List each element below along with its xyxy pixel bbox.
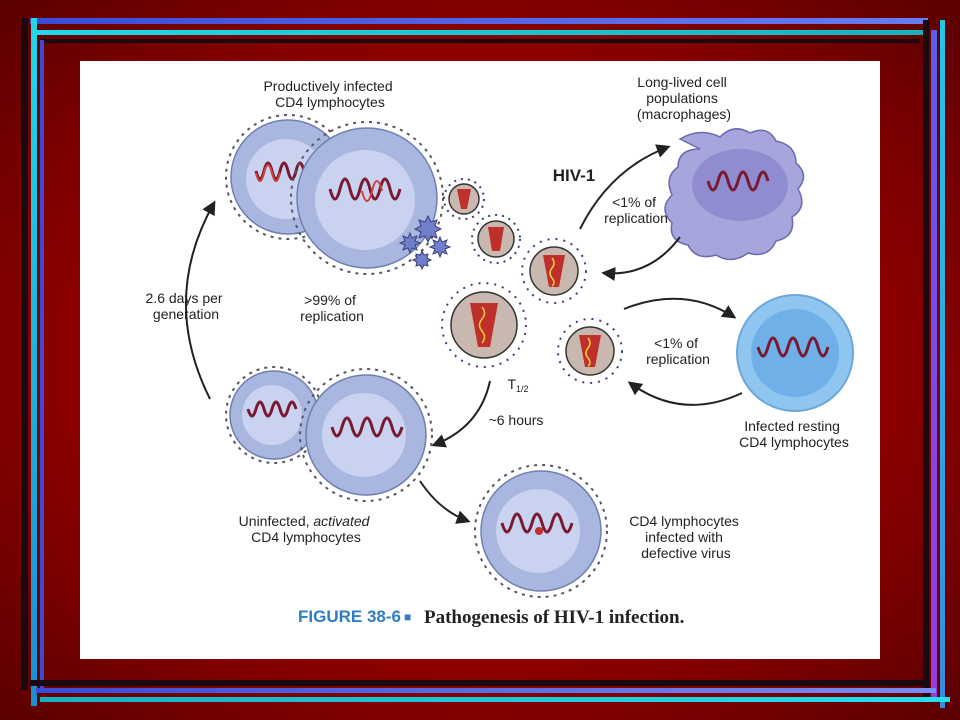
caption-title: Pathogenesis of HIV-1 infection.	[424, 607, 684, 628]
arrow-from-macrophage	[601, 236, 681, 281]
virion-5	[557, 318, 623, 384]
macrophage-cell	[664, 128, 805, 261]
frame-bar-bottom-cyan	[40, 697, 950, 702]
label-generation: 2.6 days per generation	[146, 290, 227, 322]
uninfected-cell-small	[225, 366, 323, 464]
label-uninfected: Uninfected, activated CD4 lymphocytes	[239, 513, 374, 545]
arrow-from-resting	[627, 381, 743, 406]
frame-bar-left-dark	[21, 18, 28, 690]
caption-bullet: ■	[404, 610, 411, 624]
virion-2	[471, 214, 521, 264]
caption-number: FIGURE 38-6	[298, 607, 401, 626]
frame-bar-left-blue	[40, 40, 44, 690]
uninfected-cell-large	[299, 368, 433, 502]
arrow-to-resting	[623, 297, 737, 319]
hiv-pathogenesis-diagram: Productively infected CD4 lymphocytes Lo…	[146, 74, 854, 628]
virion-3	[521, 238, 587, 304]
virion-1	[443, 178, 485, 220]
arrow-to-uninfected	[431, 380, 491, 448]
frame-bar-right-dark	[923, 20, 929, 700]
label-hours: ~6 hours	[489, 412, 544, 428]
figure-caption: FIGURE 38-6 ■ Pathogenesis of HIV-1 infe…	[298, 607, 684, 628]
label-macro-pct: <1% of replication	[604, 194, 668, 226]
frame-bar-top-blue	[30, 18, 928, 24]
defective-cell	[474, 464, 608, 598]
arrow-to-macrophage	[579, 144, 671, 230]
budding-particles	[398, 214, 452, 271]
frame-bar-top-dark	[40, 39, 920, 43]
frame-bar-right-blue	[931, 30, 937, 702]
frame-bar-bottom-dark	[30, 680, 930, 686]
label-productive: Productively infected CD4 lymphocytes	[263, 78, 396, 110]
label-resting: Infected resting CD4 lymphocytes	[739, 418, 849, 450]
frame-bar-left-cyan	[31, 18, 37, 706]
resting-cell	[736, 294, 854, 412]
productive-cell-large	[290, 121, 444, 275]
frame-bar-right-cyan	[940, 20, 945, 708]
label-defective: CD4 lymphocytes infected with defective …	[629, 513, 743, 561]
label-resting-pct: <1% of replication	[646, 335, 710, 367]
label-t-half: T1/2	[507, 376, 528, 394]
arrow-to-defective	[419, 480, 471, 524]
label-hiv: HIV-1	[553, 166, 596, 185]
arrow-generation-cycle	[184, 200, 216, 400]
frame-bar-top-cyan	[34, 30, 928, 35]
frame-bar-bottom-blue	[36, 688, 936, 693]
virion-4	[441, 282, 527, 368]
label-main-pct: >99% of replication	[300, 292, 364, 324]
figure-panel: Productively infected CD4 lymphocytes Lo…	[80, 61, 880, 659]
label-long-lived: Long-lived cell populations (macrophages…	[637, 74, 731, 122]
